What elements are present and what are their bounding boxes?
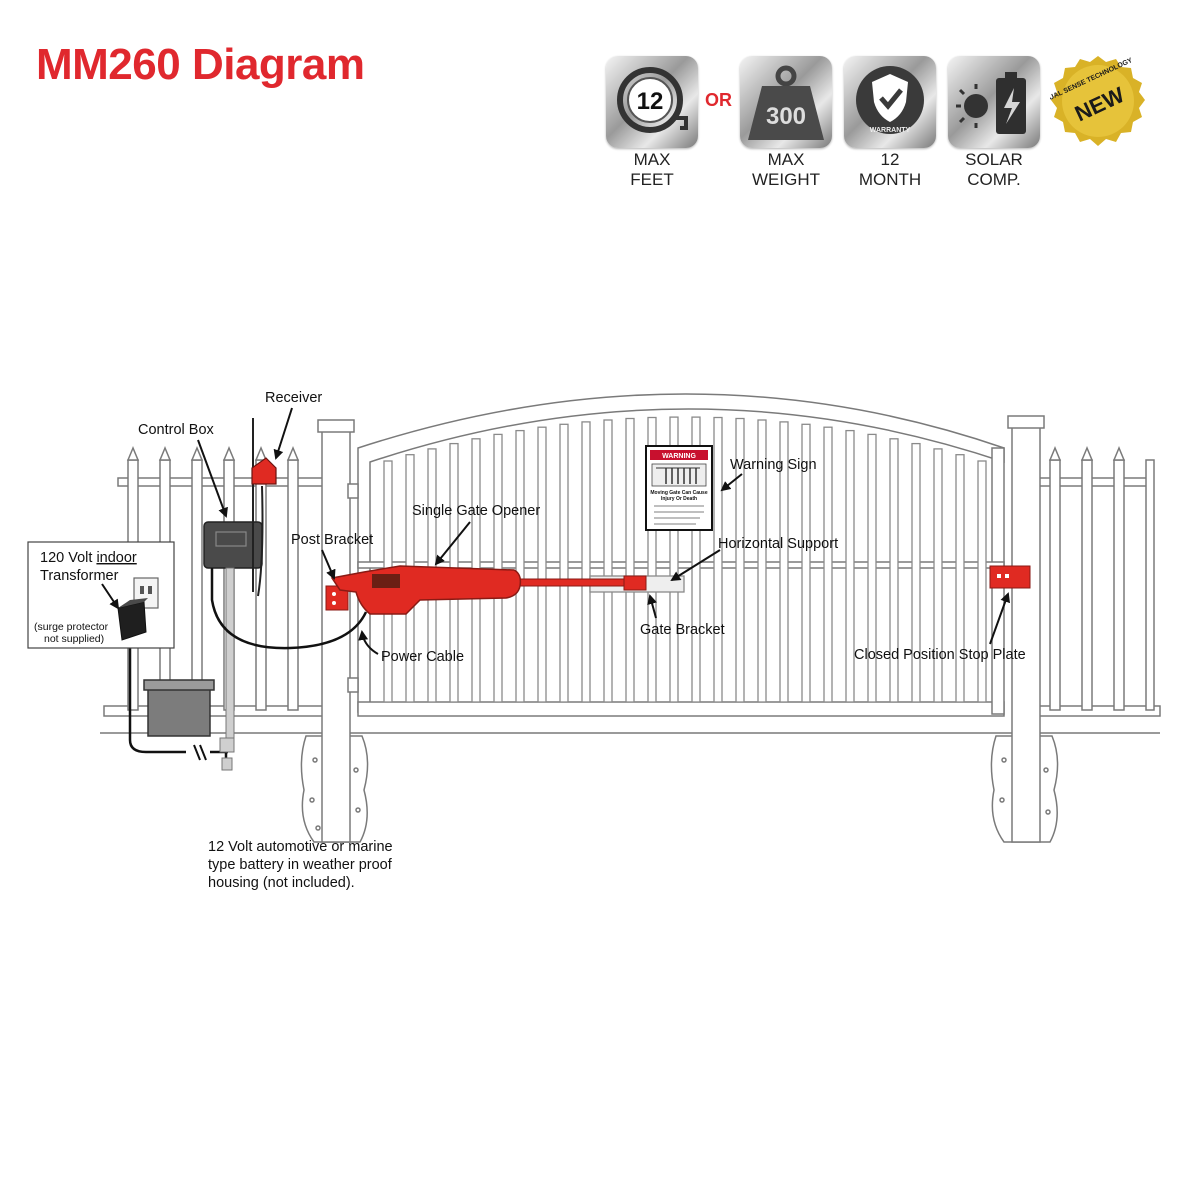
gate-bracket-part [623,575,647,591]
gate-picket [911,442,921,703]
receiver [251,418,277,597]
gate-picket [801,423,811,703]
surge-protector-note-line2: not supplied) [44,633,104,645]
gate-picket [889,438,899,703]
warning-sign-header: WARNING [662,453,696,460]
battery-label-line1: 12 Volt automotive or marine [208,839,393,855]
gate-picket [867,433,877,703]
gate-picket [581,421,591,703]
gate-picket [933,448,943,703]
battery-label-line3: housing (not included). [208,875,355,891]
battery-housing [143,679,215,737]
max-weight-badge: 300 [740,56,832,148]
post-bracket-label: Post Bracket [291,532,373,548]
max-feet-badge: 12 [606,56,698,148]
power-cable-label: Power Cable [381,649,464,665]
single-gate-opener [325,565,647,615]
control-box [203,521,263,739]
gate-picket [779,421,789,703]
gate-picket [559,423,569,703]
warning-sign: WARNING Moving Gate Can Cause Injury Or … [645,445,713,531]
new-technology-seal: DUAL SENSE TECHNOLOGY NEW [1050,56,1145,146]
transformer-label-line1: 120 Volt indoor [40,550,137,566]
gate-picket [757,419,767,703]
gate-picket [493,433,503,703]
gate-picket [823,426,833,703]
gate-picket [691,416,701,703]
gate-picket [845,429,855,703]
transformer-callout [27,541,175,649]
gate-picket [669,416,679,703]
surge-protector-note-line1: (surge protector [34,621,109,633]
warranty-value: WARRANTY [870,127,911,134]
battery-label-line2: type battery in weather proof [208,857,393,873]
warning-sign-line2: Injury Or Death [661,496,697,502]
right-fence-section [1035,446,1161,717]
max-feet-value: 12 [637,88,664,115]
right-gate-post [990,415,1059,843]
callout-arrows [101,407,1010,655]
gate-panel [357,393,1005,717]
warranty-shield-icon: WARRANTY [856,66,924,134]
or-text: OR [705,90,732,110]
gate-picket [735,417,745,703]
gate-bracket-label: Gate Bracket [640,622,725,638]
control-box-label: Control Box [138,422,215,438]
gate-picket [625,417,635,703]
solar-battery-icon [956,72,1026,134]
weight-icon: 300 [748,65,824,140]
gate-picket [603,419,613,703]
solar-badge [948,56,1040,148]
gate-picket [515,429,525,703]
transformer-label-line2: Transformer [40,568,119,584]
gate-picket [977,460,987,703]
page-title: MM260 Diagram [36,40,365,89]
gate-picket [647,416,657,703]
gate-hinges [347,483,359,693]
wiring [128,568,368,771]
gate-picket [713,416,723,703]
horizontal-support-label: Horizontal Support [718,536,838,552]
closed-position-stop-plate [989,565,1031,589]
receiver-label: Receiver [265,390,322,406]
warning-sign-line1: Moving Gate Can Cause [650,490,707,496]
gate-picket [955,454,965,703]
warning-sign-label: Warning Sign [730,457,817,473]
tape-measure-icon: 12 [617,67,688,133]
warranty-badge: WARRANTY [844,56,936,148]
stop-plate-label: Closed Position Stop Plate [854,647,1026,663]
single-gate-opener-label: Single Gate Opener [412,503,540,519]
max-weight-value: 300 [766,103,806,130]
gate-picket [537,426,547,703]
